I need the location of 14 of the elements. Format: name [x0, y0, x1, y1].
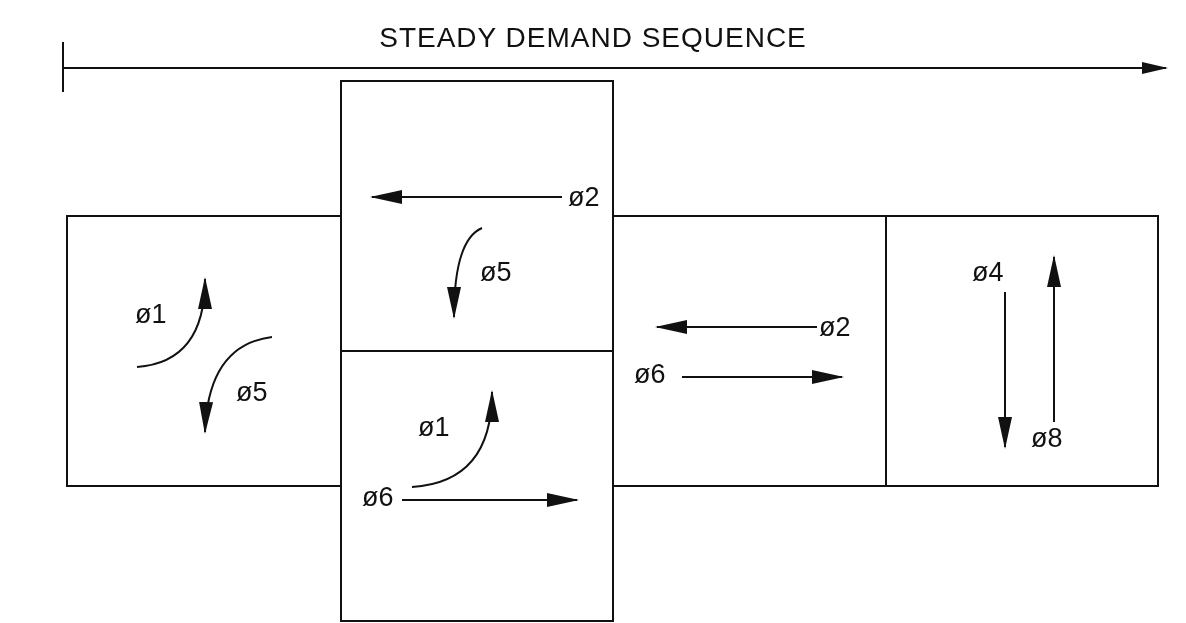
phase-label: ø1 — [135, 299, 167, 329]
sequence-title: STEADY DEMAND SEQUENCE — [379, 22, 807, 53]
phase-label: ø1 — [418, 412, 450, 442]
phase-box — [66, 215, 342, 487]
phase-box — [612, 215, 887, 487]
phase-label: ø6 — [634, 359, 666, 389]
phase-label: ø2 — [819, 312, 851, 342]
phase-label: ø2 — [568, 182, 600, 212]
phase-label: ø5 — [236, 377, 268, 407]
phase-label: ø5 — [480, 257, 512, 287]
phase-label: ø4 — [972, 257, 1004, 287]
phase-label: ø6 — [362, 482, 394, 512]
phase-label: ø8 — [1031, 423, 1063, 453]
phase-box — [885, 215, 1159, 487]
